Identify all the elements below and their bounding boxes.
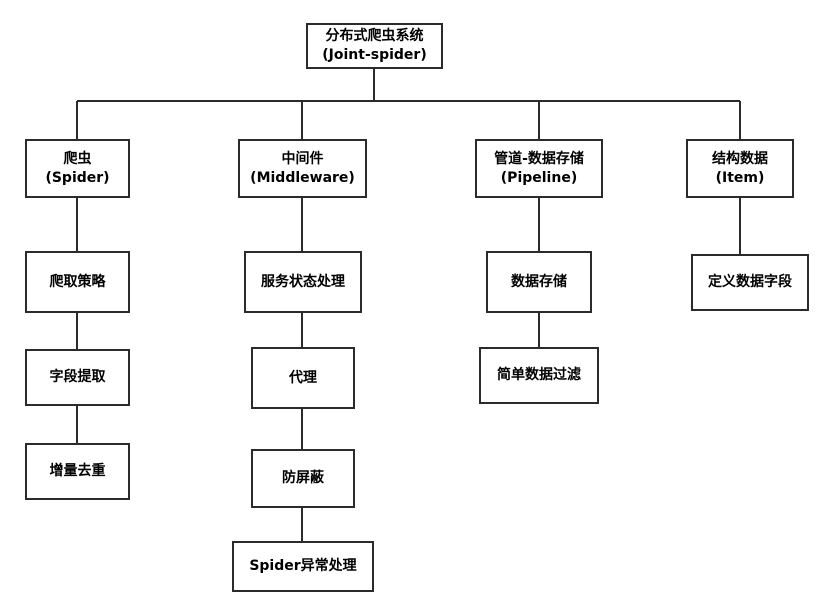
middleware-child-service-status: 服务状态处理 bbox=[244, 251, 362, 313]
module-middleware-subtitle: (Middleware) bbox=[250, 169, 355, 186]
middleware-child-proxy: 代理 bbox=[251, 347, 355, 409]
middleware-child-spider-exception: Spider异常处理 bbox=[232, 541, 374, 592]
module-middleware-title: 中间件 bbox=[281, 150, 324, 167]
item-child-label: 定义数据字段 bbox=[708, 274, 792, 290]
root-subtitle: (Joint-spider) bbox=[322, 47, 427, 63]
spider-child-label: 字段提取 bbox=[49, 369, 106, 385]
module-pipeline: 管道-数据存储 (Pipeline) bbox=[475, 139, 603, 198]
spider-child-field-extraction: 字段提取 bbox=[25, 349, 130, 406]
module-item-title: 结构数据 bbox=[712, 150, 768, 167]
root-title: 分布式爬虫系统 bbox=[325, 28, 424, 44]
module-item-subtitle: (Item) bbox=[715, 169, 765, 186]
module-spider: 爬虫 (Spider) bbox=[25, 139, 130, 198]
middleware-child-label: 代理 bbox=[289, 369, 317, 386]
spider-child-incremental-dedup: 增量去重 bbox=[25, 443, 130, 500]
middleware-child-label: 防屏蔽 bbox=[282, 470, 324, 486]
root-node: 分布式爬虫系统 (Joint-spider) bbox=[306, 23, 443, 69]
module-pipeline-subtitle: (Pipeline) bbox=[500, 169, 578, 186]
middleware-child-label: 服务状态处理 bbox=[261, 273, 345, 290]
middleware-child-label: Spider异常处理 bbox=[249, 558, 357, 574]
module-pipeline-title: 管道-数据存储 bbox=[494, 150, 584, 167]
pipeline-child-label: 简单数据过滤 bbox=[497, 367, 581, 383]
pipeline-child-label: 数据存储 bbox=[511, 273, 567, 290]
pipeline-child-data-filter: 简单数据过滤 bbox=[479, 347, 599, 404]
spider-child-crawl-strategy: 爬取策略 bbox=[25, 251, 130, 313]
module-item: 结构数据 (Item) bbox=[686, 139, 794, 198]
module-spider-subtitle: (Spider) bbox=[45, 169, 110, 186]
middleware-child-anti-block: 防屏蔽 bbox=[251, 449, 355, 508]
module-spider-title: 爬虫 bbox=[63, 150, 92, 167]
spider-child-label: 增量去重 bbox=[49, 463, 106, 479]
module-middleware: 中间件 (Middleware) bbox=[238, 139, 367, 198]
spider-child-label: 爬取策略 bbox=[49, 273, 106, 290]
pipeline-child-data-storage: 数据存储 bbox=[486, 251, 592, 313]
item-child-define-fields: 定义数据字段 bbox=[691, 254, 809, 311]
